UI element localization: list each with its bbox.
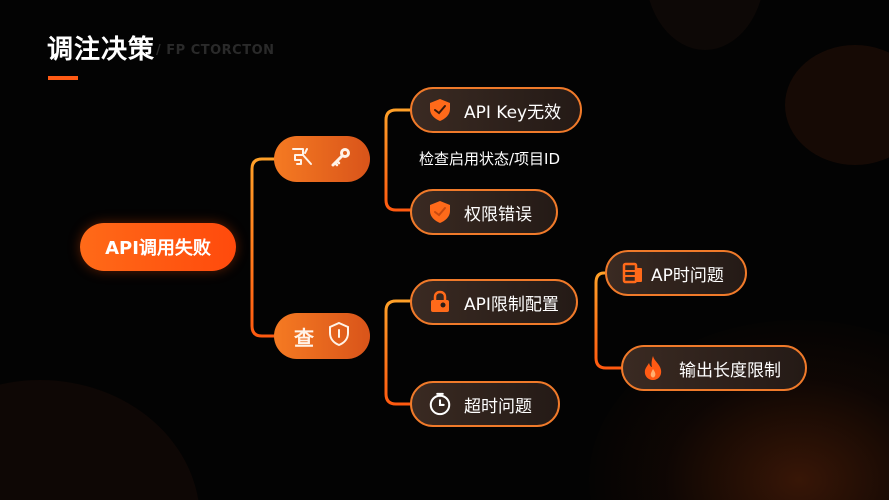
leaf-permission-error[interactable]: 权限错误: [410, 189, 558, 235]
shield-check-icon: [428, 98, 452, 122]
leaf-label: 输出长度限制: [679, 360, 781, 381]
branch-node-check[interactable]: 查: [274, 313, 370, 359]
leaf-label: 权限错误: [464, 204, 532, 225]
leaf-ap-time-issue[interactable]: AP时问题: [605, 250, 747, 296]
shield-alert-icon: [328, 321, 350, 351]
leaf-label: 超时问题: [464, 396, 532, 417]
bg-decoration-circle: [785, 45, 889, 165]
branch-glyph: 查: [294, 325, 314, 350]
lock-icon: [428, 290, 452, 314]
page-title: 调注决策: [47, 35, 156, 65]
branch-note: 检查启用状态/项目ID: [419, 150, 561, 168]
title-accent-bar: [48, 76, 78, 80]
leaf-api-limit-config[interactable]: API限制配置: [410, 279, 578, 325]
page-subtitle: / FP CTORCTON: [156, 43, 275, 58]
document-icon: [621, 261, 645, 285]
leaf-api-key-invalid[interactable]: API Key无效: [410, 87, 582, 133]
key-icon: [329, 145, 353, 173]
branch-node-config[interactable]: [274, 136, 370, 182]
root-node[interactable]: API调用失败: [80, 223, 236, 271]
root-node-label: API调用失败: [105, 238, 211, 259]
leaf-timeout-issue[interactable]: 超时问题: [410, 381, 560, 427]
stopwatch-icon: [428, 392, 452, 416]
leaf-label: AP时问题: [651, 265, 724, 286]
fire-icon: [641, 356, 665, 380]
shield-check-icon: [428, 200, 452, 224]
leaf-output-length-limit[interactable]: 输出长度限制: [621, 345, 807, 391]
leaf-label: API限制配置: [464, 294, 559, 315]
tool-icon: [291, 146, 315, 172]
leaf-label: API Key无效: [464, 102, 562, 123]
